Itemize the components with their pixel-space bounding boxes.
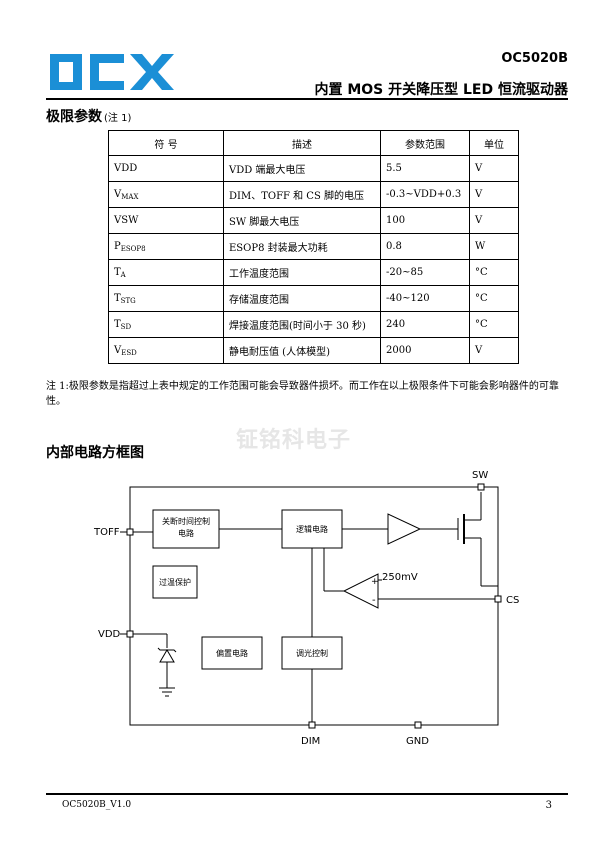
limits-section-title: 极限参数(注 1) <box>46 106 131 126</box>
dim-pin-label: DIM <box>301 736 320 747</box>
cell-unit: V <box>469 207 519 234</box>
comparator-plus: + <box>371 577 379 587</box>
vdd-pin-label: VDD <box>98 629 121 640</box>
reference-voltage-label: 250mV <box>382 572 418 583</box>
logic-label: 逻辑电路 <box>296 524 328 534</box>
cell-symbol: TA <box>108 259 224 286</box>
toff-timer-label-1: 关断时间控制 <box>162 516 210 526</box>
gate-driver-buffer <box>387 513 422 545</box>
cell-unit: V <box>469 155 519 182</box>
col-unit: 单位 <box>469 130 519 156</box>
cell-symbol: TSD <box>108 311 224 338</box>
ocx-logo <box>50 54 174 90</box>
table-row: TSTG 存储温度范围 -40~120 °C <box>108 285 519 312</box>
table-header-row: 符 号 描述 参数范围 单位 <box>108 130 519 156</box>
col-description: 描述 <box>223 130 381 156</box>
note-ref: (注 1) <box>104 113 132 124</box>
table-row: PESOP8 ESOP8 封装最大功耗 0.8 W <box>108 233 519 260</box>
cell-range: 2000 <box>380 337 470 364</box>
otp-block <box>152 565 198 599</box>
cell-description: 焊接温度范围(时间小于 30 秒) <box>223 311 381 338</box>
cell-unit: W <box>469 233 519 260</box>
header-divider <box>46 98 568 100</box>
cell-description: VDD 端最大电压 <box>223 155 381 182</box>
cell-description: 存储温度范围 <box>223 285 381 312</box>
gnd-pin <box>414 721 422 729</box>
cell-symbol: TSTG <box>108 285 224 312</box>
cell-unit: V <box>469 337 519 364</box>
toff-pin <box>126 528 134 536</box>
cell-symbol: VMAX <box>108 181 224 208</box>
cs-pin-label: CS <box>506 595 519 606</box>
cell-description: SW 脚最大电压 <box>223 207 381 234</box>
cell-range: -0.3~VDD+0.3 <box>380 181 470 208</box>
cell-description: DIM、TOFF 和 CS 脚的电压 <box>223 181 381 208</box>
cell-unit: V <box>469 181 519 208</box>
cell-description: ESOP8 封装最大功耗 <box>223 233 381 260</box>
vdd-pin <box>126 630 134 638</box>
cell-symbol: VSW <box>108 207 224 234</box>
absolute-max-table: 符 号 描述 参数范围 单位 VDD VDD 端最大电压 5.5 V VMAX … <box>108 130 519 364</box>
footer-divider <box>46 793 568 795</box>
page-number: 3 <box>545 800 552 811</box>
block-diagram: 关断时间控制 电路 逻辑电路 过温保护 偏置电路 调光控制 TOFF SW CS… <box>93 470 519 747</box>
table-row: TSD 焊接温度范围(时间小于 30 秒) 240 °C <box>108 311 519 338</box>
current-sense-comparator <box>342 573 379 609</box>
sw-pin <box>477 483 485 491</box>
limits-title-text: 极限参数 <box>46 109 102 125</box>
bias-label: 偏置电路 <box>216 648 248 658</box>
cell-range: -40~120 <box>380 285 470 312</box>
cell-unit: °C <box>469 285 519 312</box>
cell-description: 工作温度范围 <box>223 259 381 286</box>
gnd-pin-label: GND <box>406 736 429 747</box>
cs-pin <box>494 595 502 603</box>
dim-pin <box>308 721 316 729</box>
toff-pin-label: TOFF <box>93 527 120 538</box>
toff-timer-label-2: 电路 <box>178 528 194 538</box>
table-row: VDD VDD 端最大电压 5.5 V <box>108 155 519 182</box>
zener-diode <box>159 649 175 663</box>
block-diagram-title: 内部电路方框图 <box>46 445 144 461</box>
cell-description: 静电耐压值 (人体模型) <box>223 337 381 364</box>
limits-footnote: 注 1:极限参数是指超过上表中规定的工作范围可能会导致器件损坏。而工作在以上极限… <box>46 381 559 407</box>
cell-symbol: VDD <box>108 155 224 182</box>
cell-symbol: PESOP8 <box>108 233 224 260</box>
dimming-label: 调光控制 <box>296 648 328 658</box>
cell-range: 0.8 <box>380 233 470 260</box>
cell-range: -20~85 <box>380 259 470 286</box>
table-row: VSW SW 脚最大电压 100 V <box>108 207 519 234</box>
cell-unit: °C <box>469 311 519 338</box>
part-number: OC5020B <box>501 51 568 66</box>
col-range: 参数范围 <box>380 130 470 156</box>
table-row: VMAX DIM、TOFF 和 CS 脚的电压 -0.3~VDD+0.3 V <box>108 181 519 208</box>
bias-block <box>201 636 263 670</box>
col-symbol: 符 号 <box>108 130 224 156</box>
document-subtitle: 内置 MOS 开关降压型 LED 恒流驱动器 <box>314 82 568 98</box>
comparator-minus: - <box>372 595 376 606</box>
document-version: OC5020B_V1.0 <box>62 800 132 810</box>
cell-range: 240 <box>380 311 470 338</box>
cell-symbol: VESD <box>108 337 224 364</box>
cell-unit: °C <box>469 259 519 286</box>
table-row: TA 工作温度范围 -20~85 °C <box>108 259 519 286</box>
sw-pin-label: SW <box>472 470 488 481</box>
cell-range: 5.5 <box>380 155 470 182</box>
cell-range: 100 <box>380 207 470 234</box>
table-row: VESD 静电耐压值 (人体模型) 2000 V <box>108 337 519 364</box>
watermark: 钲铭科电子 <box>236 428 352 453</box>
otp-label: 过温保护 <box>159 577 191 587</box>
